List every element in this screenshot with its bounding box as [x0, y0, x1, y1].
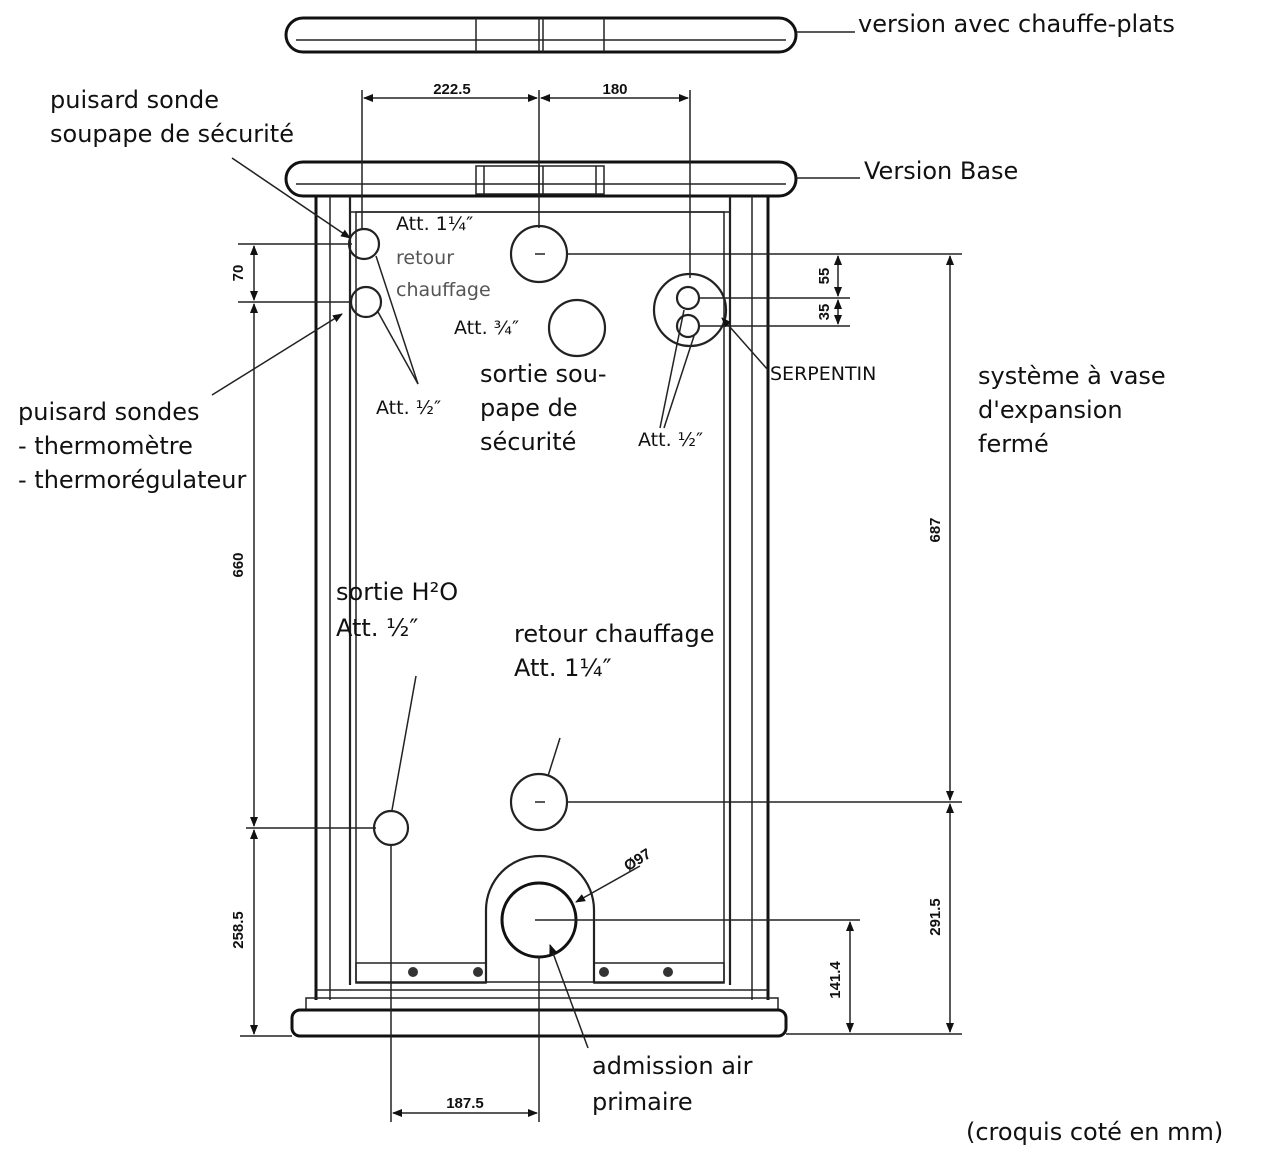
top-plate-base [284, 160, 860, 198]
label-retour-top-1: retour [396, 247, 455, 269]
label-att-1-2-right: Att. ½″ [638, 429, 704, 451]
label-puisard-sondes-1: puisard sondes [18, 398, 200, 426]
label-att-1-1-4-top: Att. 1¼″ [396, 213, 474, 235]
dim-187-5: 187.5 [446, 1095, 484, 1112]
dim-222-5: 222.5 [433, 81, 471, 98]
label-systeme-2: d'expansion [978, 396, 1123, 424]
label-admission-2: primaire [592, 1088, 693, 1116]
label-systeme-3: fermé [978, 430, 1049, 458]
connection-puisard-soupape [347, 227, 381, 261]
label-puisard-sonde-1: puisard sonde [50, 86, 220, 114]
label-puisard-sonde-2: soupape de sécurité [50, 120, 294, 148]
label-att-3-4: Att. ¾″ [454, 317, 520, 339]
label-croquis: (croquis coté en mm) [966, 1118, 1224, 1146]
top-plate-chauffe-plats [284, 16, 855, 54]
label-puisard-sondes-2: - thermomètre [18, 432, 193, 460]
dim-180: 180 [602, 81, 627, 98]
label-retour-bottom-2: Att. 1¼″ [514, 654, 612, 682]
label-sortie-soupape-2: pape de [480, 394, 578, 422]
dim-291-5: 291.5 [927, 898, 944, 936]
label-sortie-h2o-2: Att. ½″ [336, 614, 419, 642]
label-retour-bottom-1: retour chauffage [514, 620, 715, 648]
label-puisard-sondes-3: - thermorégulateur [18, 466, 247, 494]
label-att-1-2-left: Att. ½″ [376, 397, 442, 419]
dim-660: 660 [230, 552, 247, 577]
connection-sortie-soupape [547, 298, 607, 358]
label-serpentin: SERPENTIN [770, 363, 877, 385]
label-version-base: Version Base [864, 157, 1019, 185]
label-sortie-h2o-1: sortie H²O [336, 578, 459, 606]
leader-lines [211, 157, 769, 1049]
label-version-chauffe-plats: version avec chauffe-plats [858, 10, 1175, 38]
label-admission-1: admission air [592, 1052, 753, 1080]
connection-sortie-h2o [372, 809, 410, 847]
dim-55: 55 [816, 268, 833, 285]
dimension-lines [238, 90, 962, 1122]
dim-35: 35 [816, 304, 833, 321]
label-systeme-1: système à vase [978, 362, 1166, 390]
label-sortie-soupape-1: sortie sou- [480, 360, 607, 388]
dim-258-5: 258.5 [230, 911, 247, 949]
connection-serpentin [652, 272, 728, 348]
label-sortie-soupape-3: sécurité [480, 428, 577, 456]
dim-687: 687 [927, 517, 944, 542]
label-retour-top-2: chauffage [396, 279, 491, 301]
dim-70: 70 [230, 265, 247, 282]
dim-141-4: 141.4 [827, 961, 844, 999]
dim-phi-97: Ø97 [621, 845, 654, 874]
